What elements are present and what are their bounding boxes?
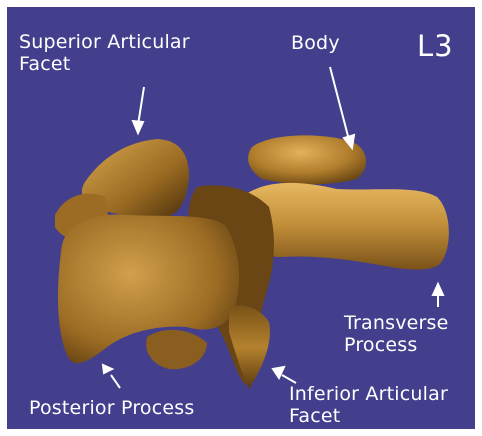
label-superior-articular-facet: Superior Articular Facet bbox=[19, 31, 190, 75]
inferior-facet-shape bbox=[229, 306, 270, 389]
vertebra-figure: Superior Articular Facet Body L3 Transve… bbox=[7, 7, 475, 429]
arrowhead-posterior bbox=[103, 365, 112, 373]
arrow-posterior bbox=[111, 375, 120, 388]
label-inferior-articular-facet: Inferior Articular Facet bbox=[289, 383, 448, 427]
label-inferior-line2: Facet bbox=[289, 405, 448, 427]
label-body: Body bbox=[291, 32, 340, 54]
arrow-superior-facet bbox=[138, 87, 144, 125]
label-transverse-process: Transverse Process bbox=[344, 312, 449, 356]
label-transverse-line1: Transverse bbox=[344, 312, 449, 334]
label-inferior-line1: Inferior Articular bbox=[289, 383, 448, 405]
arrow-inferior-facet bbox=[282, 375, 296, 383]
vertebra-level-label: L3 bbox=[417, 31, 454, 61]
label-superior-line1: Superior Articular bbox=[19, 31, 190, 53]
label-transverse-line2: Process bbox=[344, 334, 449, 356]
arrow-body bbox=[330, 67, 349, 140]
lower-lobe-shape bbox=[146, 330, 207, 369]
arrowhead-superior-facet bbox=[133, 121, 143, 133]
label-superior-line2: Facet bbox=[19, 53, 190, 75]
arrowhead-transverse bbox=[433, 284, 443, 295]
label-posterior-process: Posterior Process bbox=[29, 397, 195, 419]
